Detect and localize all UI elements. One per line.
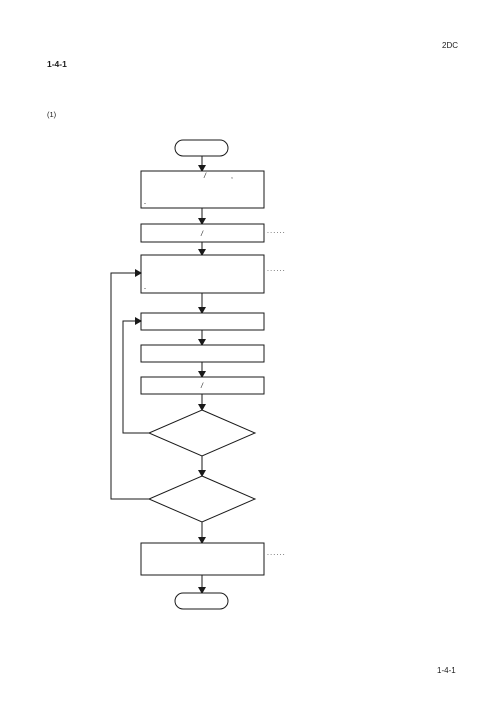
end-terminal <box>174 592 229 610</box>
process-step-6: / <box>140 376 265 395</box>
section-number: 1-4-1 <box>47 59 67 69</box>
page-number: 1-4-1 <box>437 666 456 675</box>
step3-mark-dash: - <box>144 286 146 292</box>
process-step-2: / ...... <box>140 223 286 243</box>
process-step-7: ...... <box>140 542 286 576</box>
loop-back-arrow-1 <box>122 317 149 434</box>
step2-note-dots: ...... <box>267 228 286 235</box>
step7-note-dots: ...... <box>267 550 286 557</box>
subsection-number: (1) <box>47 110 57 119</box>
document-code: 2DC <box>442 41 459 50</box>
process-step-1: / , - <box>140 170 265 209</box>
step1-mark-comma: , <box>231 173 233 180</box>
start-terminal <box>174 139 229 157</box>
step3-note-dots: ...... <box>267 266 286 273</box>
step2-mark-slash: / <box>200 231 204 238</box>
decision-2 <box>147 475 257 523</box>
step1-mark-dash: - <box>144 201 146 207</box>
loop-back-arrow-2 <box>110 269 149 500</box>
process-step-5 <box>140 344 265 363</box>
step6-mark-slash: / <box>200 383 204 390</box>
decision-1 <box>147 409 257 457</box>
process-step-4 <box>140 312 265 331</box>
process-step-3: - ...... <box>140 254 286 294</box>
step1-mark-slash: / <box>203 173 207 180</box>
